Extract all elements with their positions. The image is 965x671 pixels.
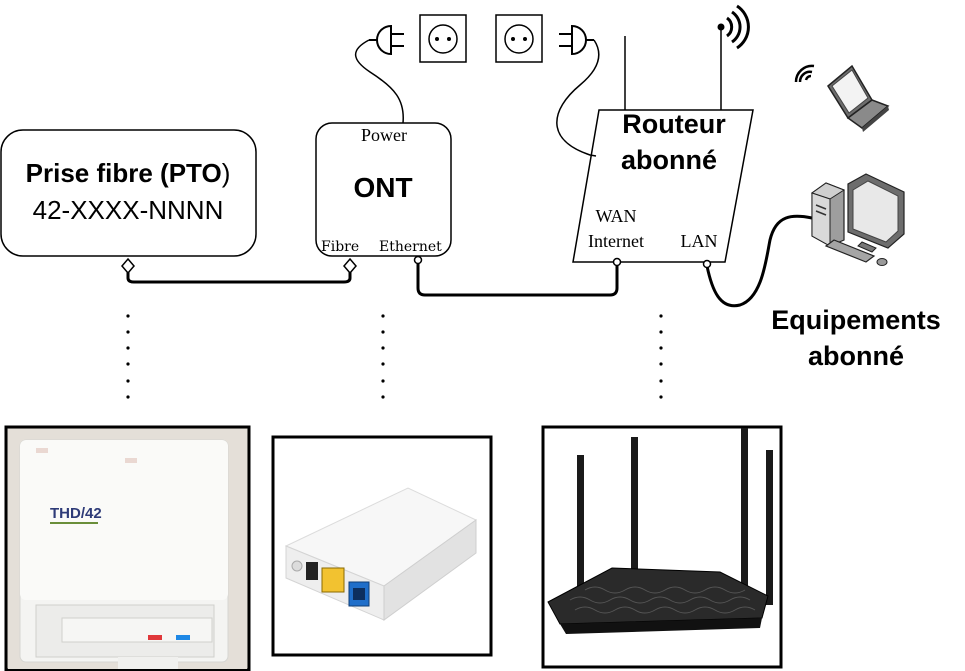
photo-router <box>541 425 783 669</box>
router-title-line2: abonné <box>621 145 717 175</box>
desktop-computer-icon <box>810 173 905 266</box>
pto-logo: THD/42 <box>50 505 102 522</box>
ont-power-cable <box>354 39 404 124</box>
dotted-connector-router <box>659 314 663 399</box>
photo-pto: THD/42 <box>4 425 251 671</box>
power-socket-icon <box>495 14 543 63</box>
router-wan-label: WAN <box>596 206 637 226</box>
power-plug-icon <box>559 24 594 56</box>
router-title-line1: Routeur <box>622 109 726 139</box>
equipment-label-line2: abonné <box>808 341 904 371</box>
dotted-connector-pto <box>126 314 130 399</box>
power-socket-icon <box>419 14 467 63</box>
equipment-label-line1: Equipements <box>771 305 941 335</box>
ethernet-cable-wan <box>413 255 622 297</box>
ont-power-label: Power <box>361 125 407 145</box>
ont-fibre-label: Fibre <box>321 239 359 255</box>
ont-ethernet-label: Ethernet <box>379 239 442 255</box>
laptop-wifi-icon <box>794 64 890 132</box>
photo-ont <box>271 435 493 657</box>
power-plug-icon <box>369 24 404 56</box>
router-internet-label: Internet <box>588 231 644 251</box>
dotted-connector-ont <box>381 314 385 399</box>
ont-title: ONT <box>353 172 412 203</box>
pto-title: Prise fibre (PTO) <box>26 158 231 188</box>
router-box: Routeur abonné WAN Internet LAN <box>572 28 754 263</box>
pto-code: 42-XXXX-NNNN <box>33 195 224 225</box>
fibre-cable <box>121 257 357 284</box>
wifi-signal-icon <box>717 4 750 50</box>
router-power-cable <box>556 39 600 157</box>
router-lan-label: LAN <box>681 231 718 251</box>
ethernet-cable-lan <box>702 214 813 308</box>
pto-box: Prise fibre (PTO) 42-XXXX-NNNN <box>0 129 257 257</box>
ont-box: Power ONT Fibre Ethernet <box>315 122 452 257</box>
